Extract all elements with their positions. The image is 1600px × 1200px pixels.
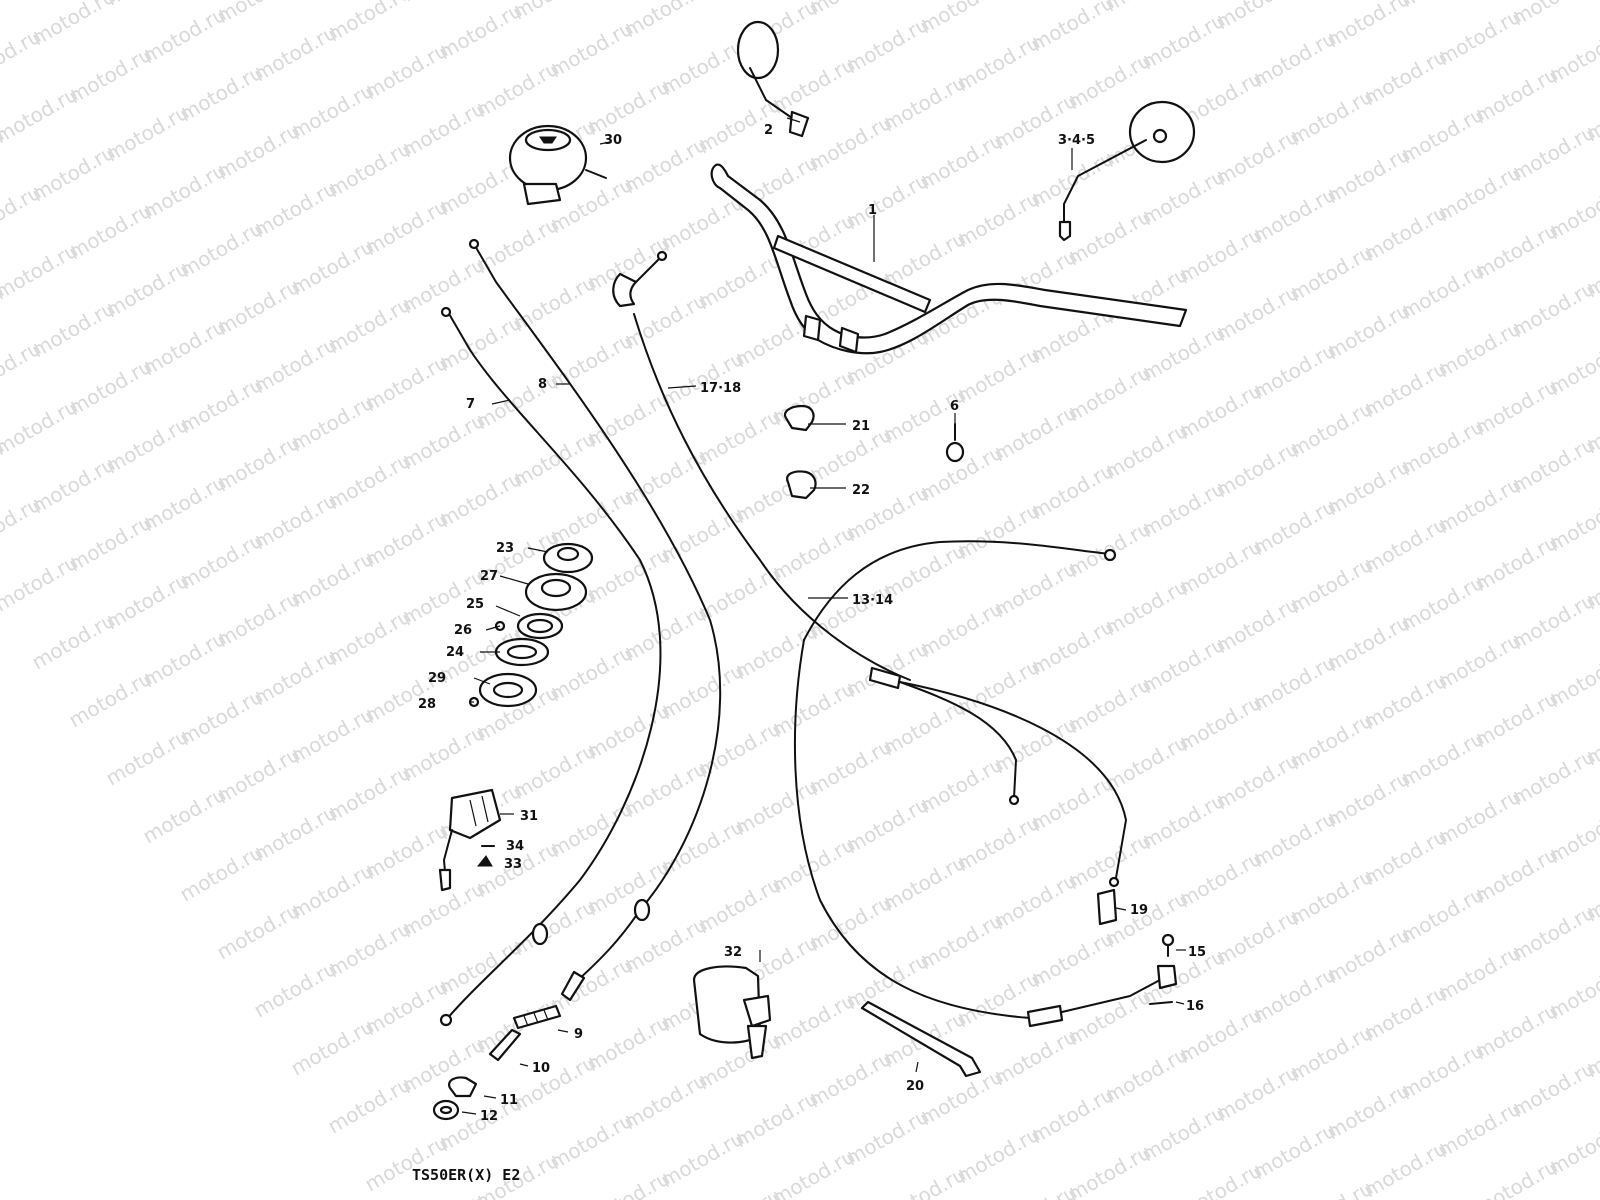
callout-8: 8 — [538, 377, 547, 392]
part-32 — [692, 965, 772, 1060]
cable-7 — [439, 306, 662, 1027]
part-19 — [1096, 888, 1118, 926]
part-16 — [1149, 1001, 1173, 1005]
callout-20: 20 — [906, 1079, 924, 1094]
callout-15: 15 — [1188, 945, 1206, 960]
part-stack-23-29 — [468, 542, 594, 708]
mirror-right — [1058, 100, 1196, 242]
callout-10: 10 — [532, 1061, 550, 1076]
callout-27: 27 — [480, 569, 498, 584]
callout-11: 11 — [500, 1093, 518, 1108]
horn-button — [508, 124, 607, 206]
callout-3-4-5: 3·4·5 — [1058, 133, 1095, 148]
callout-24: 24 — [446, 645, 464, 660]
cable-13-14 — [793, 540, 1178, 1028]
callout-7: 7 — [466, 397, 475, 412]
part-6 — [945, 423, 965, 463]
part-21 — [783, 404, 815, 432]
part-15 — [1161, 933, 1175, 957]
diagram-caption: TS50ER(X) E2 — [412, 1166, 520, 1184]
callout-19: 19 — [1130, 903, 1148, 918]
cable-8 — [468, 238, 722, 1002]
part-12 — [432, 1099, 460, 1121]
callout-29: 29 — [428, 671, 446, 686]
callout-13-14: 13·14 — [852, 593, 893, 608]
callout-31: 31 — [520, 809, 538, 824]
leader-lines — [461, 117, 1186, 1115]
callout-12: 12 — [480, 1109, 498, 1124]
callout-1: 1 — [868, 203, 877, 218]
part-11 — [448, 1076, 478, 1098]
callout-30: 30 — [604, 133, 622, 148]
part-9 — [512, 1004, 562, 1030]
callout-23: 23 — [496, 541, 514, 556]
callout-25: 25 — [466, 597, 484, 612]
cable-17-18 — [612, 250, 911, 681]
mirror-left — [736, 20, 810, 138]
part-31 — [438, 788, 502, 892]
callout-22: 22 — [852, 483, 870, 498]
callout-26: 26 — [454, 623, 472, 638]
callout-17-18: 17·18 — [700, 381, 741, 396]
part-10 — [488, 1028, 522, 1062]
callout-32: 32 — [724, 945, 742, 960]
callout-9: 9 — [574, 1027, 583, 1042]
part-33 — [476, 855, 493, 867]
callout-28: 28 — [418, 697, 436, 712]
part-22 — [786, 470, 817, 500]
part-20 — [860, 1000, 982, 1078]
callout-6: 6 — [950, 399, 959, 414]
callout-2: 2 — [764, 123, 773, 138]
callout-33: 33 — [504, 857, 522, 872]
handlebar — [710, 163, 1188, 355]
callout-21: 21 — [852, 419, 870, 434]
callout-16: 16 — [1186, 999, 1204, 1014]
callout-34: 34 — [506, 839, 524, 854]
